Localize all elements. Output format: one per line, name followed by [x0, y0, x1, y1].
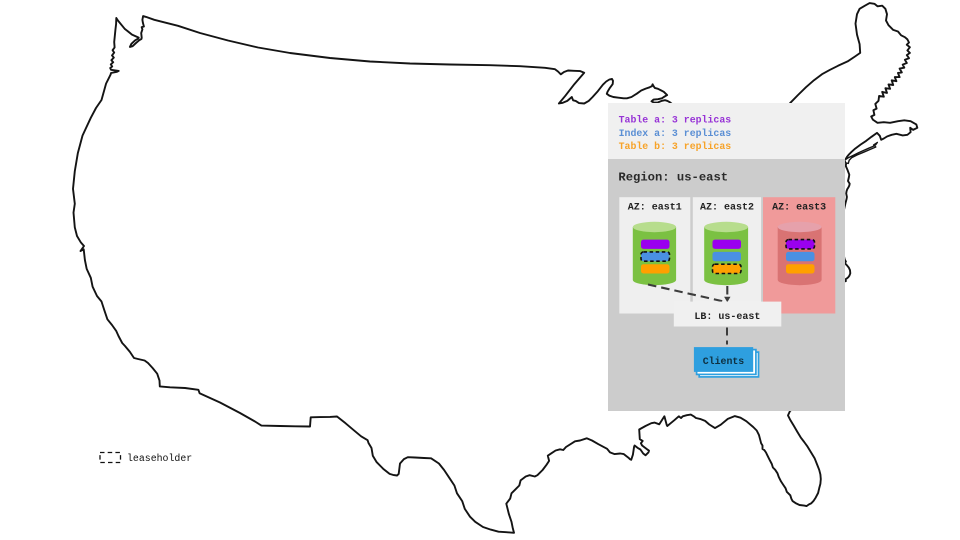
- svg-text:AZ: east3: AZ: east3: [772, 203, 826, 214]
- svg-text:leaseholder: leaseholder: [127, 453, 192, 464]
- svg-text:Index a: 3 replicas: Index a: 3 replicas: [619, 128, 732, 139]
- svg-text:LB: us-east: LB: us-east: [694, 312, 760, 323]
- svg-text:Clients: Clients: [703, 356, 745, 367]
- svg-text:Table a: 3 replicas: Table a: 3 replicas: [619, 115, 732, 126]
- svg-text:Table b: 3 replicas: Table b: 3 replicas: [619, 141, 732, 152]
- svg-text:Region: us-east: Region: us-east: [618, 171, 728, 185]
- svg-text:AZ: east1: AZ: east1: [628, 203, 682, 214]
- svg-text:AZ: east2: AZ: east2: [700, 203, 754, 214]
